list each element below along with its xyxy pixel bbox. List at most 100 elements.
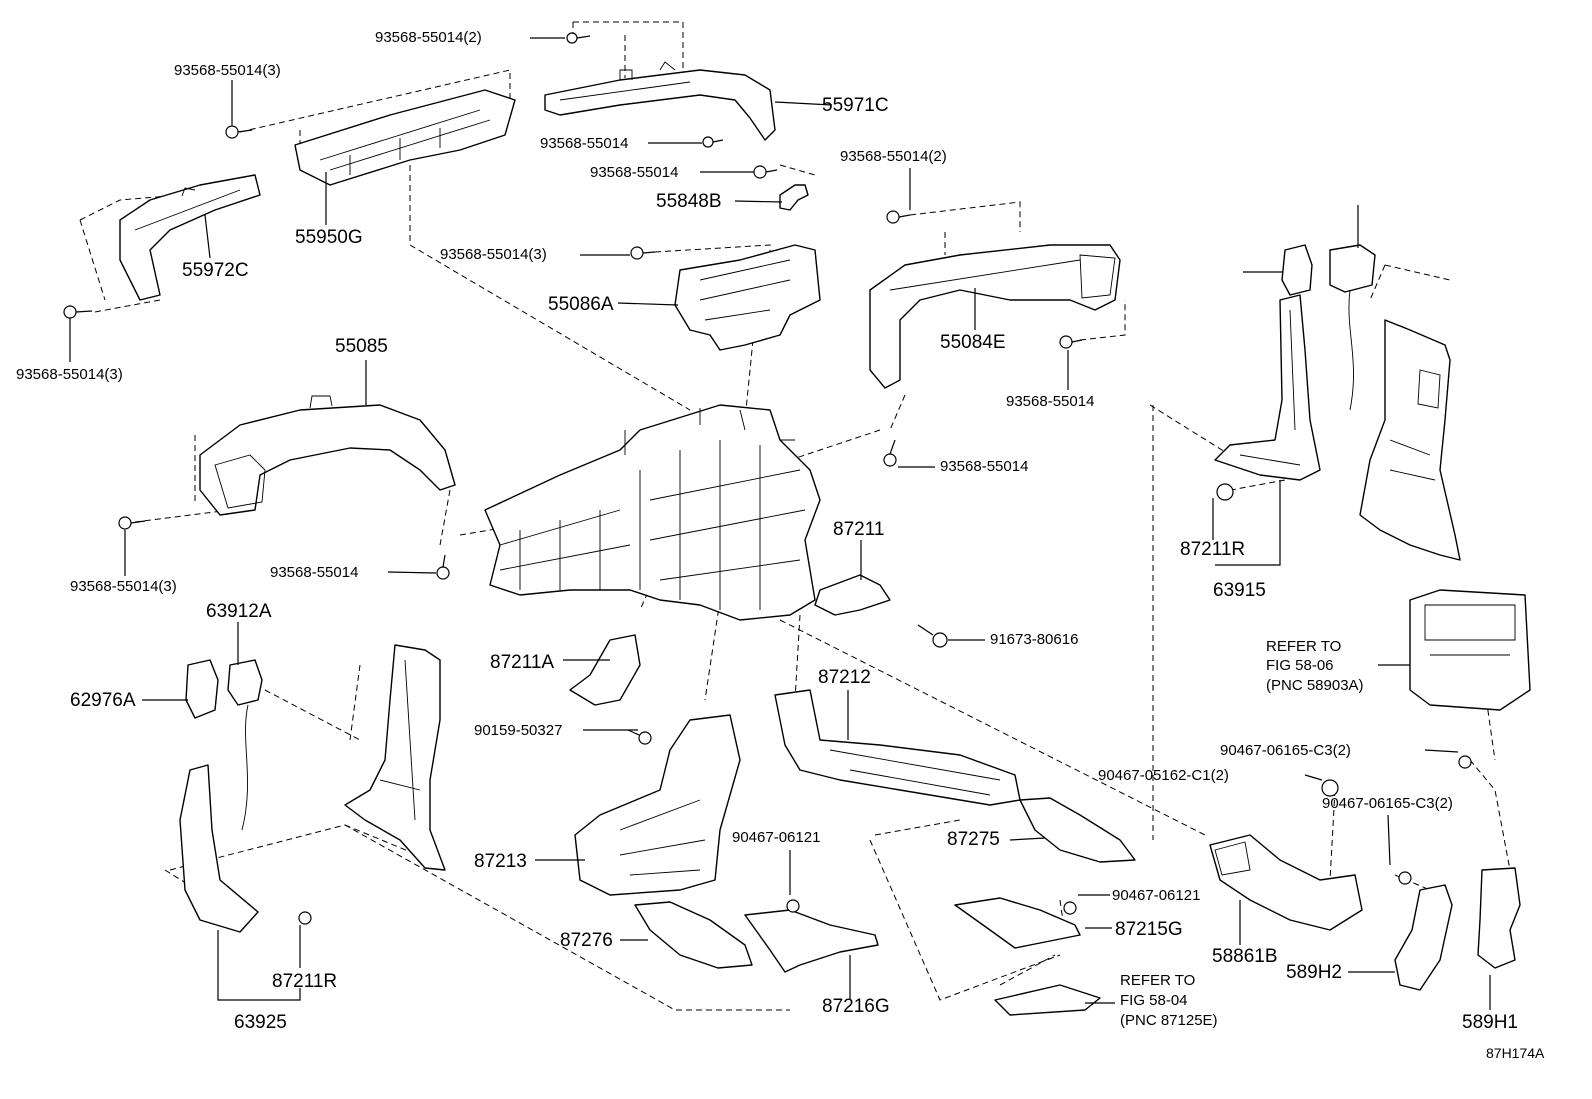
reference-note-line: REFER TO xyxy=(1266,638,1341,655)
part-label-87211r-right: 87211R xyxy=(1180,539,1245,560)
fastener-label: 90467-06165-C3(2) xyxy=(1322,795,1453,812)
hvac-unit xyxy=(484,404,821,621)
fastener-label: 93568-55014(2) xyxy=(375,29,482,46)
switch-63912a xyxy=(227,659,263,831)
clip-icon xyxy=(1321,779,1339,797)
fastener-label: 90159-50327 xyxy=(474,722,562,739)
clip-icon xyxy=(1398,871,1412,885)
bolt-icon xyxy=(63,305,93,319)
fastener-label: 93568-55014 xyxy=(270,564,358,581)
fastener-label: 90467-06165-C3(2) xyxy=(1220,742,1351,759)
part-label-87216g: 87216G xyxy=(822,996,890,1017)
fastener-label: 93568-55014 xyxy=(590,164,678,181)
duct-87215g xyxy=(954,897,1081,949)
reference-note-line: FIG 58-04 xyxy=(1120,992,1188,1009)
fastener-label: 93568-55014(2) xyxy=(840,148,947,165)
clip-icon xyxy=(1216,483,1234,501)
fastener-glyphs xyxy=(63,32,1472,925)
clip-icon xyxy=(298,911,312,925)
fastener-label: 93568-55014 xyxy=(540,135,628,152)
rear-console-vent xyxy=(1409,589,1531,711)
duct-87276 xyxy=(634,901,753,969)
bolt-icon xyxy=(566,32,591,44)
part-label-87276: 87276 xyxy=(560,930,613,951)
bracket-87211a xyxy=(569,634,641,706)
pillar-garnish-right xyxy=(1359,319,1461,561)
part-label-589h1: 589H1 xyxy=(1462,1012,1518,1033)
plate-87125e xyxy=(994,984,1101,1016)
vent-panel-55950g xyxy=(294,89,516,186)
part-label-87215g: 87215G xyxy=(1115,919,1183,940)
part-label-87212: 87212 xyxy=(818,667,871,688)
fastener-label: 90467-06121 xyxy=(732,829,820,846)
duct-87213 xyxy=(574,714,741,896)
diagram-id: 87H174A xyxy=(1486,1045,1545,1061)
part-label-58861b: 58861B xyxy=(1212,946,1278,967)
part-label-589h2: 589H2 xyxy=(1286,962,1342,983)
fastener-label: 93568-55014(3) xyxy=(70,578,177,595)
reference-note-line: REFER TO xyxy=(1120,972,1195,989)
duct-589h1 xyxy=(1477,867,1521,969)
component-62975 xyxy=(1281,244,1313,296)
duct-55084e xyxy=(869,244,1121,389)
part-labels: 93568-55014(2) 93568-55014(3) 55971C 935… xyxy=(16,29,1545,1061)
component-62976a xyxy=(185,659,219,719)
part-label-87211r-left: 87211R xyxy=(272,971,337,992)
bolt-icon xyxy=(630,246,656,260)
bolt-icon xyxy=(225,125,253,139)
clip-icon xyxy=(1458,755,1472,769)
fastener-label: 91673-80616 xyxy=(990,631,1078,648)
duct-589h2 xyxy=(1394,884,1453,991)
pillar-trim-63925 xyxy=(179,764,259,933)
nut-icon xyxy=(786,899,800,913)
reference-note-line: (PNC 58903A) xyxy=(1266,677,1364,694)
part-label-55972c: 55972C xyxy=(182,260,249,281)
duct-55972c xyxy=(119,174,261,301)
duct-87216g xyxy=(744,909,879,973)
fastener-label: 93568-55014 xyxy=(1006,393,1094,410)
bolt-icon xyxy=(702,136,724,148)
part-label-87275: 87275 xyxy=(947,829,1000,850)
fastener-label: 93568-55014(3) xyxy=(16,366,123,383)
part-label-63912a: 63912A xyxy=(206,601,272,622)
part-label-62976a: 62976A xyxy=(70,690,136,711)
duct-55971c xyxy=(544,61,776,141)
bolt-icon xyxy=(917,624,948,648)
duct-58861b xyxy=(1209,834,1363,931)
part-label-63925: 63925 xyxy=(234,1012,287,1033)
part-label-55950g: 55950G xyxy=(295,227,363,248)
part-label-87213: 87213 xyxy=(474,851,527,872)
bolt-icon xyxy=(1059,335,1083,349)
part-label-87211: 87211 xyxy=(833,519,884,540)
part-label-55971c: 55971C xyxy=(822,95,889,116)
part-label-55848b: 55848B xyxy=(656,191,722,212)
fastener-label: 90467-05162-C1(2) xyxy=(1098,767,1229,784)
fastener-label: 90467-06121 xyxy=(1112,887,1200,904)
fastener-label: 93568-55014(3) xyxy=(440,246,547,263)
bolt-icon xyxy=(627,729,652,745)
bolt-icon xyxy=(753,165,778,179)
part-shapes xyxy=(119,61,1531,1016)
pillar-trim-63915 xyxy=(1214,294,1321,481)
part-label-55086a: 55086A xyxy=(548,294,614,315)
fastener-label: 93568-55014 xyxy=(940,458,1028,475)
part-label-55085: 55085 xyxy=(335,336,388,357)
bolt-icon xyxy=(436,554,450,580)
bolt-icon xyxy=(883,439,897,467)
part-label-87211a: 87211A xyxy=(490,652,554,673)
switch-63911a xyxy=(1329,244,1376,411)
bracket-87211 xyxy=(814,574,891,616)
duct-55085 xyxy=(199,395,456,516)
fastener-label: 93568-55014(3) xyxy=(174,62,281,79)
bracket-55848b xyxy=(779,184,809,211)
reference-note-line: (PNC 87125E) xyxy=(1120,1012,1218,1029)
duct-55086a xyxy=(674,244,821,351)
reference-note-line: FIG 58-06 xyxy=(1266,657,1334,674)
pillar-garnish-left xyxy=(344,644,446,871)
label-leaders xyxy=(69,37,1491,1010)
bolt-icon xyxy=(118,516,146,530)
bolt-icon xyxy=(886,210,911,224)
duct-87275 xyxy=(1019,797,1136,863)
part-label-63915: 63915 xyxy=(1213,580,1266,601)
